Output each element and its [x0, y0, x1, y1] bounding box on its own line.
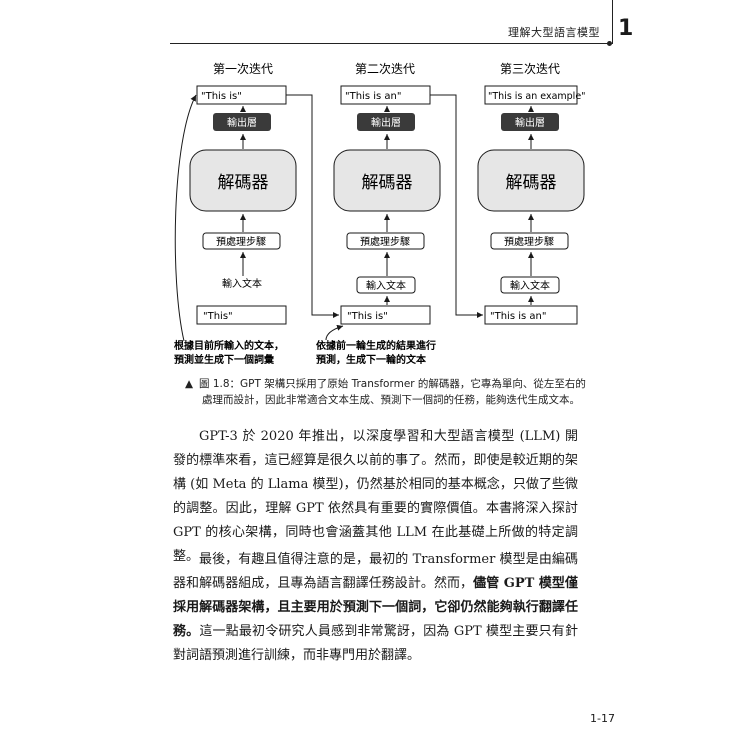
- connector-1-to-2: [286, 94, 339, 318]
- caption-line-1: 圖 1.8：GPT 架構只採用了原始 Transformer 的解碼器，它專為單…: [199, 378, 586, 390]
- iteration-2-input-text: "This is": [347, 311, 388, 322]
- gpt-iteration-diagram: 第一次迭代 "This is" 輸出層 解碼器 預處理步驟 輸入文本 "This…: [174, 62, 586, 366]
- header-dot: [607, 41, 612, 46]
- iteration-3-input-box: [484, 305, 578, 325]
- connector-2-to-3: [430, 94, 483, 318]
- iteration-1-output-text: "This is": [201, 91, 242, 102]
- annotation-1-line1: 根據目前所輸入的文本，: [174, 339, 284, 352]
- iteration-3-output-layer: [501, 113, 559, 131]
- paragraph-2-part-2: 這一點最初令研究人員感到非常驚訝，因為 GPT 模型主要只有針對詞語預測進行訓練…: [173, 624, 578, 663]
- iteration-3: 第三次迭代 "This is an example" 輸出層 解碼器 預處理步驟…: [477, 62, 586, 325]
- iteration-2-input-label: 輸入文本: [366, 279, 406, 292]
- iteration-2-output-layer: [357, 113, 415, 131]
- iteration-1-preprocess-label: 預處理步驟: [216, 235, 266, 248]
- iteration-2-decoder-label: 解碼器: [362, 173, 413, 193]
- iteration-1-decoder-box: [189, 149, 297, 212]
- paragraph-2-part-1: 最後，有趣且值得注意的是，最初的 Transformer 模型是由編碼器和解碼器…: [173, 552, 578, 591]
- iteration-2-input-label-box: [356, 276, 416, 294]
- annotation-1-line2: 預測並生成下一個詞彙: [174, 353, 275, 366]
- iteration-3-output-box: [484, 85, 578, 105]
- iteration-2: 第二次迭代 "This is an" 輸出層 解碼器 預處理步驟 輸入文本 "T…: [333, 62, 441, 325]
- iteration-3-decoder-box: [477, 149, 585, 212]
- figure-caption: ▲ 圖 1.8：GPT 架構只採用了原始 Transformer 的解碼器，它專為…: [185, 376, 625, 408]
- page-number: 1-17: [590, 712, 615, 725]
- iteration-2-decoder-box: [333, 149, 441, 212]
- iteration-1-output-layer: [213, 113, 271, 131]
- iteration-3-input-label-box: [500, 276, 560, 294]
- iteration-2-preprocess-box: [346, 232, 425, 250]
- chapter-title: 理解大型語言模型: [508, 26, 600, 39]
- iteration-3-input-text: "This is an": [490, 311, 546, 322]
- iteration-1-decoder-label: 解碼器: [218, 173, 269, 193]
- caption-marker: ▲: [185, 378, 194, 390]
- iteration-3-output-layer-label: 輸出層: [515, 116, 545, 129]
- iteration-2-output-layer-label: 輸出層: [371, 116, 401, 129]
- iteration-2-input-box: [340, 305, 431, 325]
- iteration-1-output-layer-label: 輸出層: [227, 116, 257, 129]
- paragraph-1: GPT-3 於 2020 年推出，以深度學習和大型語言模型 (LLM) 開發的標…: [173, 429, 578, 564]
- annotation-2-line1: 依據前一輪生成的結果進行: [316, 339, 436, 352]
- iteration-3-title: 第三次迭代: [500, 62, 560, 76]
- header-vertical-bar: [612, 0, 613, 44]
- iteration-1-input-text: "This": [203, 311, 233, 322]
- iteration-3-preprocess-label: 預處理步驟: [504, 235, 554, 248]
- iteration-1-input-box: [196, 305, 287, 325]
- iteration-2-preprocess-label: 預處理步驟: [360, 235, 410, 248]
- annotation-2-pointer: [325, 324, 344, 341]
- iteration-2-title: 第二次迭代: [355, 62, 415, 76]
- caption-line-2: 處理而設計，因此非常適合文本生成、預測下一個詞的任務，能夠迭代生成文本。: [202, 394, 580, 406]
- iteration-3-preprocess-box: [490, 232, 569, 250]
- annotation-2-line2: 預測，生成下一輪的文本: [316, 353, 427, 366]
- iteration-1-title: 第一次迭代: [213, 62, 273, 76]
- paragraph-2-bold: 儘管 GPT 模型僅採用解碼器架構，且主要用於預測下一個詞，它卻仍然能夠執行翻譯…: [173, 576, 578, 639]
- annotation-1-pointer: [174, 94, 197, 342]
- iteration-3-output-text: "This is an example": [488, 91, 586, 102]
- iteration-1: 第一次迭代 "This is" 輸出層 解碼器 預處理步驟 輸入文本 "This…: [189, 62, 297, 325]
- paragraph-2: 最後，有趣且值得注意的是，最初的 Transformer 模型是由編碼器和解碼器…: [173, 548, 578, 668]
- chapter-number: 1: [618, 16, 634, 41]
- iteration-3-decoder-label: 解碼器: [506, 173, 557, 193]
- iteration-1-input-label: 輸入文本: [222, 277, 262, 290]
- iteration-2-output-text: "This is an": [345, 91, 401, 102]
- iteration-1-preprocess-box: [202, 232, 281, 250]
- iteration-3-input-label: 輸入文本: [510, 279, 550, 292]
- header-rule: [170, 43, 610, 44]
